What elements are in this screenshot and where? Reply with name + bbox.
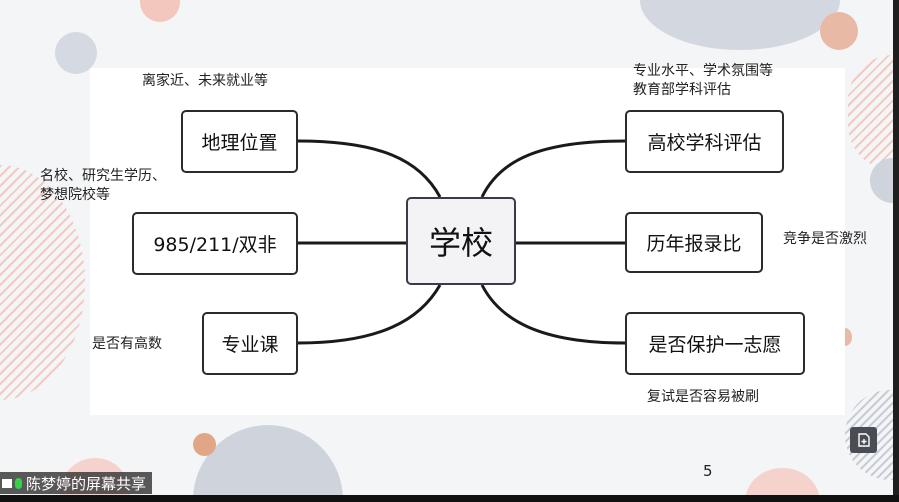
note-first-choice: 复试是否容易被刷 [647,389,759,405]
note-discipline-rating: 专业水平、学术氛围等 教育部学科评估 [633,62,773,100]
connector-line [297,284,442,345]
note-location: 离家近、未来就业等 [142,73,268,89]
decor-circle [140,0,180,22]
node-first-choice: 是否保护一志愿 [625,312,805,375]
node-admission-ratio: 历年报录比 [625,212,763,273]
screen-share-indicator: 陈梦婷的屏幕共享 [0,472,153,494]
window-edge-bottom [0,495,899,502]
note-major-course: 是否有高数 [92,336,162,352]
connector-line [297,139,442,198]
node-label: 是否保护一志愿 [648,334,782,356]
decor-circle [193,433,216,456]
node-label: 985/211/双非 [153,234,277,256]
connector-line [480,284,626,345]
decor-circle [820,12,858,50]
screen-icon [2,478,12,488]
note-line: 教育部学科评估 [633,82,731,98]
decor-stripes [848,55,893,170]
node-discipline-rating: 高校学科评估 [625,110,784,173]
page-number: 5 [703,462,713,480]
center-label: 学校 [428,224,493,262]
decor-circle [870,158,893,203]
microphone-icon [15,477,22,489]
file-add-icon [857,433,870,447]
note-school-tier: 名校、研究生学历、 梦想院校等 [40,167,166,205]
node-label: 专业课 [221,334,279,356]
connector-line [480,139,626,198]
node-location: 地理位置 [181,110,298,173]
decor-circle [55,32,97,74]
note-admission-ratio: 竞争是否激烈 [783,231,867,247]
screen-share-label: 陈梦婷的屏幕共享 [26,474,147,493]
note-line: 专业水平、学术氛围等 [633,63,773,79]
note-line: 名校、研究生学历、 [40,168,166,184]
add-page-button[interactable] [850,427,877,453]
node-school-tier: 985/211/双非 [132,212,298,275]
node-label: 高校学科评估 [647,132,762,154]
window-edge-right [893,0,899,502]
node-major-course: 专业课 [202,312,298,375]
node-label: 历年报录比 [646,233,742,255]
note-line: 梦想院校等 [40,187,110,203]
center-node: 学校 [406,197,516,285]
node-label: 地理位置 [201,132,278,154]
